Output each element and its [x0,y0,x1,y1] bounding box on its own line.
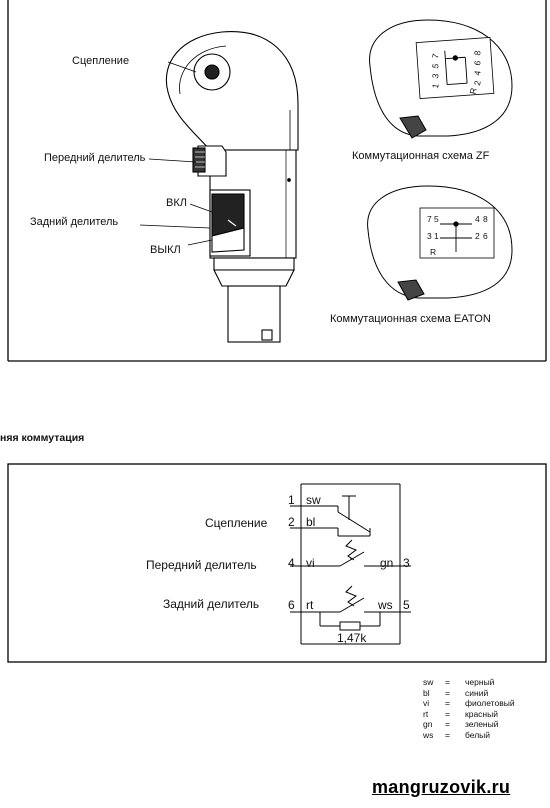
pin-3: 3 [403,556,410,570]
eaton-gear-3: 3 [427,231,432,241]
color-legend: sw = черный bl = синий vi = фиолетовый rt = крас… [423,677,515,741]
label-rear-splitter: Задний делитель [30,216,119,228]
legend-color-name: зеленый [465,719,499,730]
pin-4: 4 [288,556,295,570]
eaton-gear-r: R [430,247,437,257]
legend-eq: = [445,677,450,687]
legend-color-name: красный [465,708,498,719]
label-off: ВЫКЛ [150,244,181,256]
wire-bl: bl [306,515,316,529]
legend-eq: = [445,708,450,719]
legend-color-name: белый [465,729,491,740]
pin-2: 2 [288,515,295,529]
legend-color-name: фиолетовый [465,698,515,709]
pin-5: 5 [403,598,410,612]
wiring-label-front-splitter: Передний делитель [146,558,257,572]
eaton-gear-6: 6 [483,231,488,241]
figure1-frame [7,0,547,362]
clutch-contact [301,495,371,537]
wire-vi: vi [306,556,315,570]
eaton-gear-5: 5 [434,214,439,224]
legend-code: gn [423,719,433,730]
terminal-lines [290,505,411,613]
label-on: ВКЛ [166,197,187,209]
front-splitter-contact [301,539,400,567]
eaton-gear-2: 2 [475,231,480,241]
legend-eq: = [445,719,450,730]
legend-code: rt [423,708,429,719]
label-front-splitter: Передний делитель [44,152,146,164]
wire-gn: gn [380,556,394,570]
switch-box [300,483,401,645]
zf-knob-top [369,19,513,139]
legend-color-name: синий [465,687,489,698]
legend-row: bl = синий [423,688,515,699]
legend-row: sw = черный [423,677,515,688]
wiring-frame [7,463,547,663]
eaton-gear-7: 7 [427,214,432,224]
legend-color-name: черный [465,677,495,687]
wiring-label-rear-splitter: Задний делитель [163,597,260,611]
wiring-label-clutch: Сцепление [205,516,268,530]
section-title: няя коммутация [0,432,85,444]
legend-eq: = [445,729,450,740]
site-watermark-link[interactable]: mangruzovik.ru [372,777,511,797]
label-clutch: Сцепление [72,55,130,67]
pin-6: 6 [288,598,295,612]
resistor-value: 1,47k [337,631,367,645]
gear-knob-drawing [165,31,299,343]
wire-rt: rt [306,598,314,612]
eaton-gear-8: 8 [483,214,488,224]
legend-row: vi = фиолетовый [423,698,515,709]
legend-code: ws [423,729,434,740]
legend-row: gn = зеленый [423,719,515,730]
legend-row: rt = красный [423,709,515,720]
pin-1: 1 [288,493,295,507]
label-zf-scheme: Коммутационная схема ZF [352,150,490,162]
eaton-knob-top [367,185,513,301]
legend-code: sw [423,677,434,687]
legend-code: bl [423,687,430,698]
label-eaton-scheme: Коммутационная схема EATON [330,313,491,325]
legend-row: ws = белый [423,730,515,741]
eaton-gear-4: 4 [475,214,480,224]
eaton-gear-1: 1 [434,231,439,241]
legend-eq: = [445,687,450,698]
legend-eq: = [445,698,450,709]
legend-code: vi [423,698,430,709]
wire-sw: sw [306,493,321,507]
wire-ws: ws [378,598,393,612]
figure1-leaders [139,61,213,246]
resistor [319,612,381,631]
